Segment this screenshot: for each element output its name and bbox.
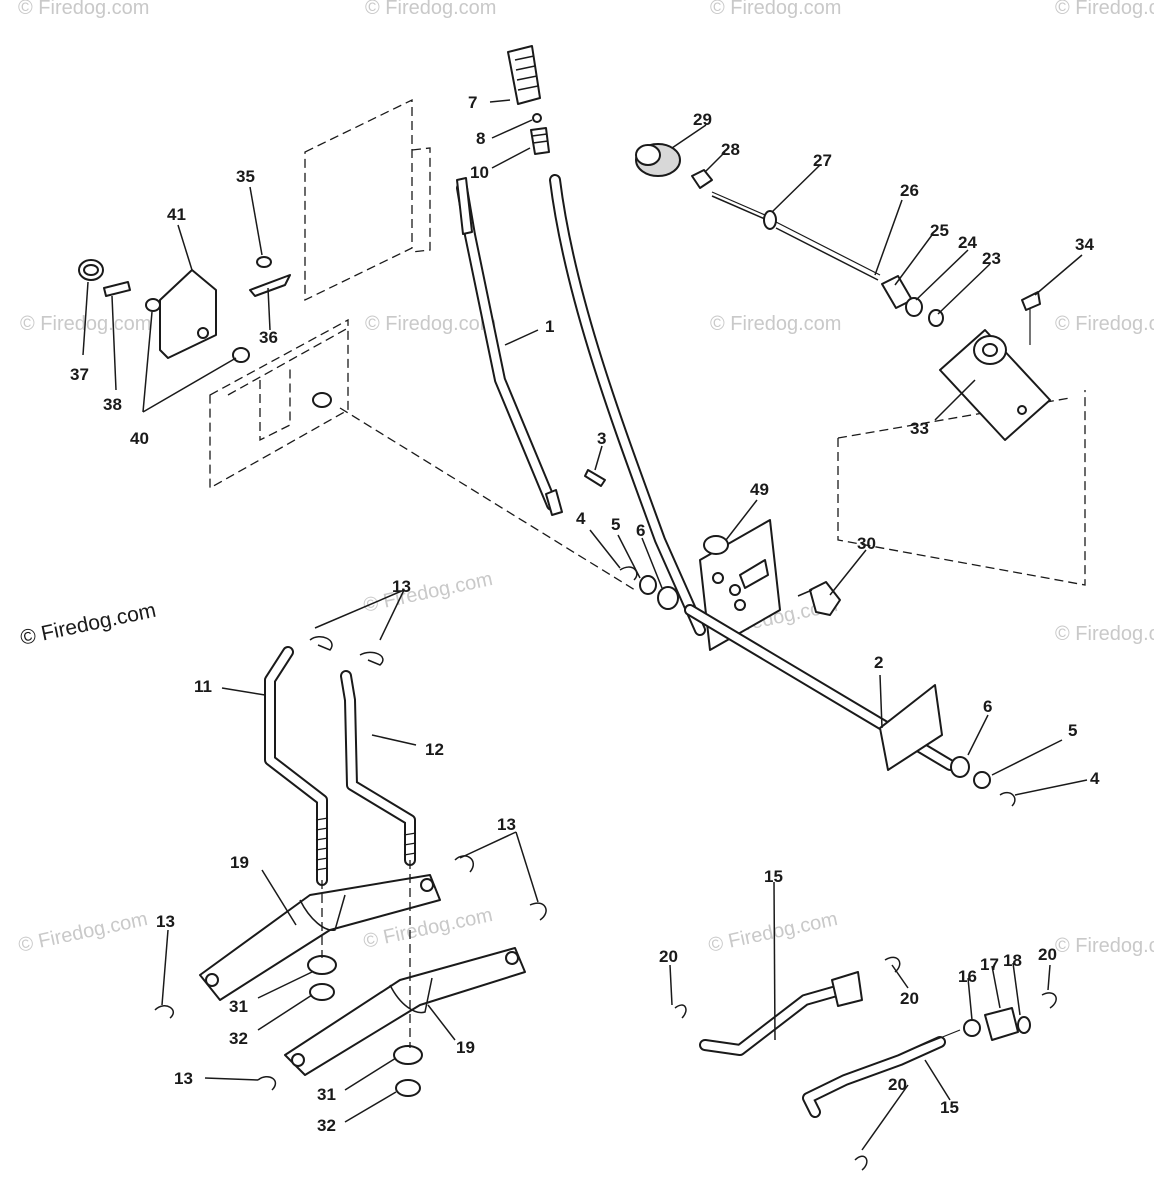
watermark: © Firedog.com	[1055, 0, 1154, 19]
lift-arms-19	[154, 855, 547, 1097]
callout-32: 32	[229, 1029, 248, 1048]
callout-38: 38	[103, 395, 122, 414]
callouts: 1 2 3 4 4 5 5 6 6 7 8 10 11 12 13 13 13 …	[70, 93, 1100, 1135]
shift-lever-assembly	[507, 45, 781, 651]
callout-31: 31	[229, 997, 248, 1016]
copyright-credit: © Firedog.com	[18, 599, 158, 650]
callout-20: 20	[1038, 945, 1057, 964]
callout-20: 20	[659, 947, 678, 966]
plate-41	[78, 256, 291, 363]
callout-33: 33	[910, 419, 929, 438]
watermark: © Firedog.com	[18, 0, 149, 19]
callout-41: 41	[167, 205, 186, 224]
callout-30: 30	[857, 534, 876, 553]
callout-7: 7	[468, 93, 477, 112]
callout-2: 2	[874, 653, 883, 672]
callout-16: 16	[958, 967, 977, 986]
rod-1	[456, 177, 606, 516]
frame-panels	[209, 98, 1086, 591]
callout-6: 6	[983, 697, 992, 716]
watermark: © Firedog.com	[710, 0, 841, 19]
callout-6: 6	[636, 521, 645, 540]
callout-11: 11	[194, 677, 212, 696]
callout-24: 24	[958, 233, 977, 252]
callout-20: 20	[900, 989, 919, 1008]
watermark: © Firedog.com	[1055, 313, 1154, 335]
callout-36: 36	[259, 328, 278, 347]
callout-40: 40	[130, 429, 149, 448]
watermarks: © Firedog.com © Firedog.com © Firedog.co…	[16, 0, 1154, 957]
watermark: © Firedog.com	[706, 908, 839, 957]
lower-rods-15	[674, 956, 1057, 1171]
leader-lines	[82, 99, 1088, 1151]
callout-10: 10	[470, 163, 489, 182]
lift-links	[264, 636, 417, 886]
callout-28: 28	[721, 140, 740, 159]
watermark: © Firedog.com	[1055, 623, 1154, 645]
callout-13: 13	[497, 815, 516, 834]
watermark: © Firedog.com	[710, 313, 841, 335]
callout-15: 15	[940, 1098, 959, 1117]
callout-19: 19	[230, 853, 249, 872]
callout-37: 37	[70, 365, 89, 384]
callout-29: 29	[693, 110, 712, 129]
watermark: © Firedog.com	[16, 908, 149, 957]
watermark: © Firedog.com	[365, 0, 496, 19]
callout-18: 18	[1003, 951, 1022, 970]
callout-31: 31	[317, 1085, 336, 1104]
callout-19: 19	[456, 1038, 475, 1057]
callout-13: 13	[392, 577, 411, 596]
callout-23: 23	[982, 249, 1001, 268]
callout-1: 1	[545, 317, 554, 336]
callout-34: 34	[1075, 235, 1094, 254]
watermark: © Firedog.com	[365, 313, 496, 335]
callout-3: 3	[597, 429, 606, 448]
callout-5: 5	[1068, 721, 1077, 740]
adjust-rod-27	[635, 143, 1051, 616]
callout-49: 49	[750, 480, 769, 499]
callout-13: 13	[156, 912, 175, 931]
callout-20: 20	[888, 1075, 907, 1094]
callout-17: 17	[980, 955, 999, 974]
callout-13: 13	[174, 1069, 193, 1088]
callout-35: 35	[236, 167, 255, 186]
callout-25: 25	[930, 221, 949, 240]
callout-32: 32	[317, 1116, 336, 1135]
callout-26: 26	[900, 181, 919, 200]
cross-shaft-2	[619, 566, 1016, 807]
callout-27: 27	[813, 151, 832, 170]
watermark: © Firedog.com	[361, 568, 494, 617]
callout-12: 12	[425, 740, 444, 759]
callout-15: 15	[764, 867, 783, 886]
callout-4: 4	[576, 509, 586, 528]
callout-5: 5	[611, 515, 620, 534]
callout-4: 4	[1090, 769, 1100, 788]
watermark: © Firedog.com	[1055, 935, 1154, 957]
callout-8: 8	[476, 129, 485, 148]
